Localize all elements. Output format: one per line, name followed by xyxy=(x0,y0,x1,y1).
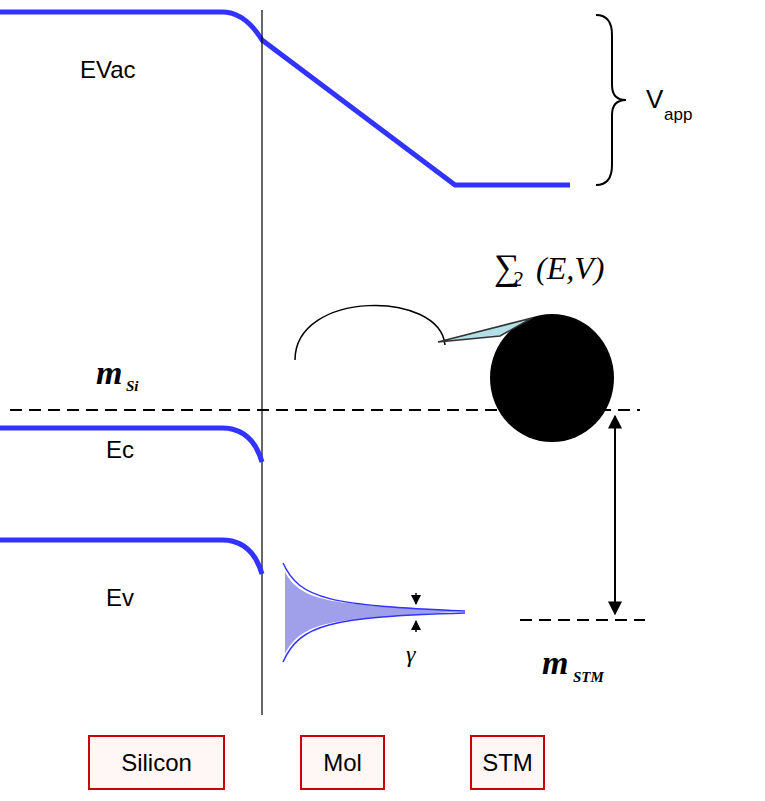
layer-name: Mol xyxy=(323,751,362,775)
valence-band xyxy=(0,540,262,574)
conduction-band xyxy=(0,428,262,462)
fermi-level-label: m xyxy=(96,356,122,390)
fermi-level-label: m xyxy=(542,646,568,680)
coupling-arc xyxy=(295,305,445,360)
fermi-level-stm xyxy=(520,619,645,621)
fermi-level-subscript: STM xyxy=(573,670,604,685)
layer-name: Silicon xyxy=(121,751,192,775)
voltage-brace xyxy=(596,15,626,185)
width-arrow xyxy=(415,593,417,604)
self-energy-subscript: 2 xyxy=(512,268,523,290)
molecular-level xyxy=(285,572,462,654)
level-outline xyxy=(283,563,465,611)
layer-box: Silicon xyxy=(88,735,225,790)
voltage-label: V xyxy=(646,86,663,112)
layer-box: STM xyxy=(470,735,545,790)
band-label: Ec xyxy=(106,438,134,462)
bias-arrow xyxy=(614,416,616,614)
fermi-level-subscript: Si xyxy=(126,379,139,394)
layer-name: STM xyxy=(482,751,533,775)
stm-tip xyxy=(438,318,532,342)
broadening-label: γ xyxy=(406,642,415,666)
stm-tip-ball xyxy=(490,314,614,442)
width-arrow xyxy=(415,621,417,632)
interface-line xyxy=(261,10,262,715)
level-name: EVac xyxy=(80,58,136,82)
layer-box: Mol xyxy=(300,735,385,790)
level-outline xyxy=(283,613,465,662)
self-energy-args: (E,V) xyxy=(536,252,604,284)
voltage-subscript: app xyxy=(664,106,692,123)
vacuum-level xyxy=(0,12,570,185)
band-label: Ev xyxy=(106,586,134,610)
